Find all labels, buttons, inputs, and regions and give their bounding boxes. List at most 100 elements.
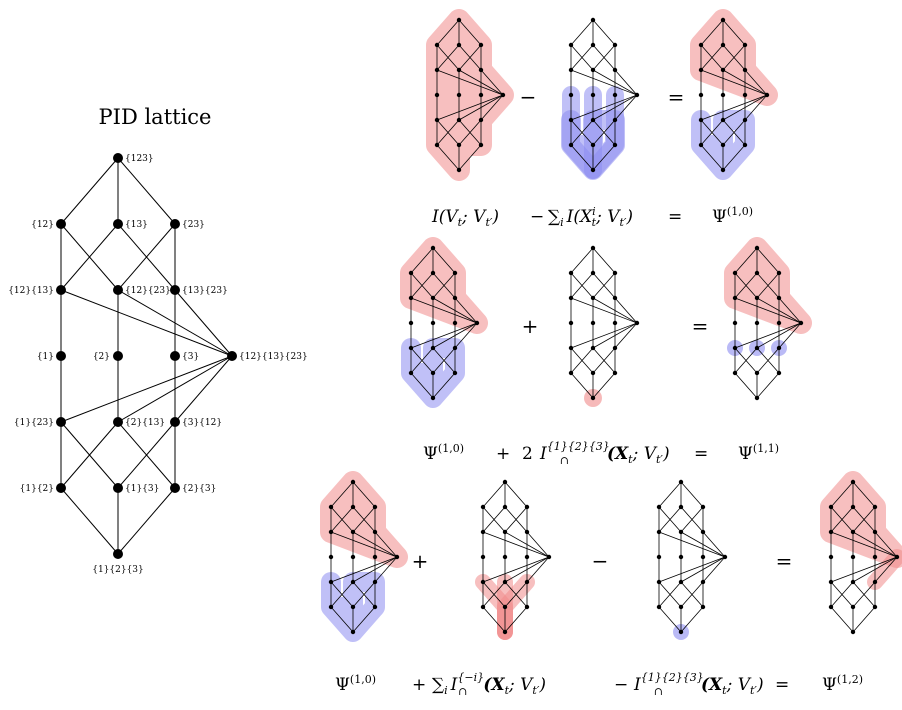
equation-row2: Ψ(1,0) + 2 I{1}{2}{3}∩(Xt; Vt′) = Ψ(1,1): [423, 437, 779, 467]
row3-plus-op: +: [412, 549, 429, 573]
lattice-node: [56, 285, 66, 295]
lattice-node: [568, 270, 574, 276]
lattice-node: [452, 320, 458, 326]
lattice-node: [678, 629, 684, 635]
lattice-node-label: {1}{2}: [20, 484, 54, 494]
lattice-node: [732, 320, 738, 326]
lattice-edge: [592, 144, 616, 171]
lattice-node: [656, 604, 662, 610]
lattice-edge: [722, 144, 746, 171]
red-region: [426, 9, 514, 181]
lattice-edge: [352, 481, 376, 508]
lattice-edge: [330, 606, 354, 633]
lattice-node: [546, 554, 552, 560]
lattice-edge: [504, 506, 528, 533]
lattice-node: [678, 579, 684, 585]
lattice-node: [113, 285, 123, 295]
lattice-edge: [734, 297, 802, 324]
lattice-node: [568, 345, 574, 351]
lattice-edge: [60, 355, 233, 423]
lattice-node: [720, 142, 726, 148]
lattice-node: [480, 604, 486, 610]
lattice-node: [828, 529, 834, 535]
lattice-node: [700, 529, 706, 535]
row1-mini-3-shading: [690, 9, 778, 180]
lattice-node: [612, 142, 618, 148]
lattice-node: [612, 67, 618, 73]
lattice-node: [698, 67, 704, 73]
lattice-edge: [570, 44, 594, 71]
lattice-node: [456, 17, 462, 23]
lattice-edge: [722, 19, 746, 46]
lattice-edge: [734, 247, 758, 274]
lattice-edge: [874, 556, 898, 583]
lattice-node-label: {1}{23}: [14, 418, 54, 428]
lattice-edge: [410, 247, 434, 274]
lattice-edge: [60, 487, 119, 555]
lattice-edge: [458, 119, 482, 146]
lattice-node: [732, 295, 738, 301]
lattice-edge: [482, 556, 550, 583]
lattice-edge: [330, 581, 354, 608]
lattice-node: [430, 345, 436, 351]
lattice-node: [372, 604, 378, 610]
lattice-edge: [526, 531, 550, 558]
lattice-node: [828, 604, 834, 610]
lattice-edge: [458, 19, 482, 46]
lattice-edge: [330, 531, 398, 558]
row1-mini-3-lattice: [698, 17, 770, 173]
lattice-node: [524, 604, 530, 610]
lattice-node: [502, 504, 508, 510]
lattice-node: [612, 117, 618, 123]
lattice-edge: [680, 481, 704, 508]
lattice-edge: [756, 322, 802, 349]
lattice-node: [776, 370, 782, 376]
row2-equals-op: =: [692, 314, 709, 338]
lattice-node: [872, 504, 878, 510]
lattice-node: [590, 42, 596, 48]
lattice-node: [350, 579, 356, 585]
lattice-node: [872, 604, 878, 610]
lattice-node: [754, 370, 760, 376]
lattice-node: [828, 554, 834, 560]
lattice-node-label: {13}: [125, 220, 148, 230]
lattice-node: [776, 345, 782, 351]
lattice-node: [698, 142, 704, 148]
lattice-edge: [830, 531, 898, 558]
lattice-node: [502, 604, 508, 610]
row3-mini-1: [320, 471, 408, 642]
lattice-node-label: {12}{13}: [8, 286, 54, 296]
lattice-edge: [700, 69, 768, 96]
lattice-node: [328, 529, 334, 535]
lattice-edge: [570, 19, 594, 46]
lattice-node: [754, 270, 760, 276]
lattice-node: [113, 153, 123, 163]
lattice-edge: [658, 581, 682, 608]
lattice-node: [698, 117, 704, 123]
lattice-node: [850, 579, 856, 585]
lattice-node: [612, 345, 618, 351]
lattice-node: [452, 370, 458, 376]
lattice-node: [328, 579, 334, 585]
lattice-edge: [852, 506, 876, 533]
lattice-edge: [436, 44, 460, 71]
lattice-node: [872, 554, 878, 560]
lattice-edge: [410, 347, 434, 374]
lattice-node: [872, 579, 878, 585]
lattice-edge: [592, 372, 616, 399]
lattice-edge: [756, 272, 780, 299]
lattice-node: [478, 42, 484, 48]
lattice-node: [612, 295, 618, 301]
lattice-edge: [482, 606, 506, 633]
lattice-edge: [658, 481, 682, 508]
lattice-edge: [436, 94, 504, 121]
lattice-node: [408, 345, 414, 351]
lattice-edge: [458, 44, 482, 71]
lattice-edge: [570, 347, 594, 374]
lattice-node: [700, 504, 706, 510]
lattice-node: [328, 554, 334, 560]
lattice-node: [456, 142, 462, 148]
lattice-node: [113, 549, 123, 559]
lattice-edge: [352, 506, 376, 533]
row3-mini-3: [656, 479, 728, 640]
